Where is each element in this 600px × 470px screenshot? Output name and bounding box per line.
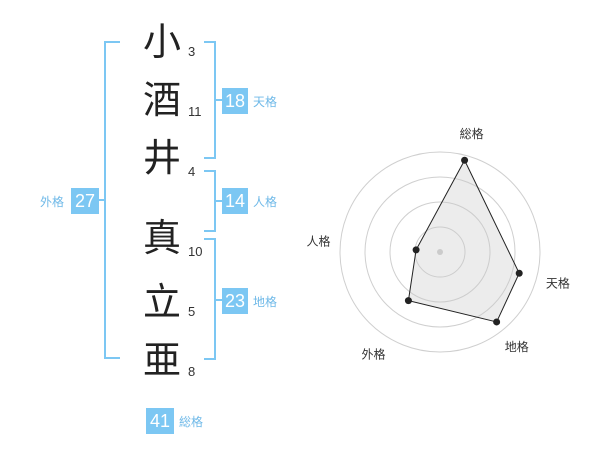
radar-axis-label-1: 総格 xyxy=(460,126,484,141)
jinkaku-bracket-tick xyxy=(215,200,222,202)
radar-area xyxy=(407,159,520,323)
chikaku-bracket-tick xyxy=(215,299,222,301)
stroke-count-4: 10 xyxy=(188,244,203,259)
name-char-5: 立 xyxy=(142,280,181,324)
soukaku-value: 41 xyxy=(146,408,174,434)
radar-axis-label-2: 天格 xyxy=(546,276,570,291)
radar-ring-4 xyxy=(339,151,541,353)
jinkaku-value: 14 xyxy=(222,188,248,214)
radar-point-2 xyxy=(515,269,523,277)
radar-axis-label-3: 地格 xyxy=(505,339,529,354)
name-char-2: 酒 xyxy=(142,78,181,122)
name-char-6: 亜 xyxy=(142,338,181,382)
radar-axis-label-5: 人格 xyxy=(306,233,330,248)
jinkaku-label: 人格 xyxy=(253,195,278,209)
radar-point-1 xyxy=(461,156,469,164)
radar-point-3 xyxy=(493,318,501,326)
chikaku-label: 地格 xyxy=(253,295,278,309)
soukaku-label: 総格 xyxy=(179,415,204,429)
stroke-count-2: 11 xyxy=(188,104,202,119)
tenkaku-label: 天格 xyxy=(253,95,278,109)
stroke-count-3: 4 xyxy=(188,164,196,179)
name-char-4: 真 xyxy=(142,216,181,260)
gaikaku-label: 外格 xyxy=(40,195,65,209)
tenkaku-bracket-tick xyxy=(215,99,222,101)
gaikaku-value: 27 xyxy=(71,188,99,214)
radar-ring-3 xyxy=(364,176,516,328)
stroke-count-1: 3 xyxy=(188,44,196,59)
name-char-3: 井 xyxy=(142,136,181,180)
name-char-1: 小 xyxy=(142,20,181,64)
radar-point-4 xyxy=(404,297,412,305)
radar-point-5 xyxy=(412,246,420,254)
tenkaku-value: 18 xyxy=(222,88,248,114)
radar-axis-label-4: 外格 xyxy=(362,346,386,361)
stroke-count-5: 5 xyxy=(188,304,196,319)
stroke-count-6: 8 xyxy=(188,364,196,379)
radar-center-dot xyxy=(437,249,443,255)
radar-ring-2 xyxy=(389,201,491,303)
gaikaku-bracket xyxy=(104,41,120,359)
gaikaku-bracket-tick xyxy=(96,199,105,201)
chikaku-value: 23 xyxy=(222,288,248,314)
